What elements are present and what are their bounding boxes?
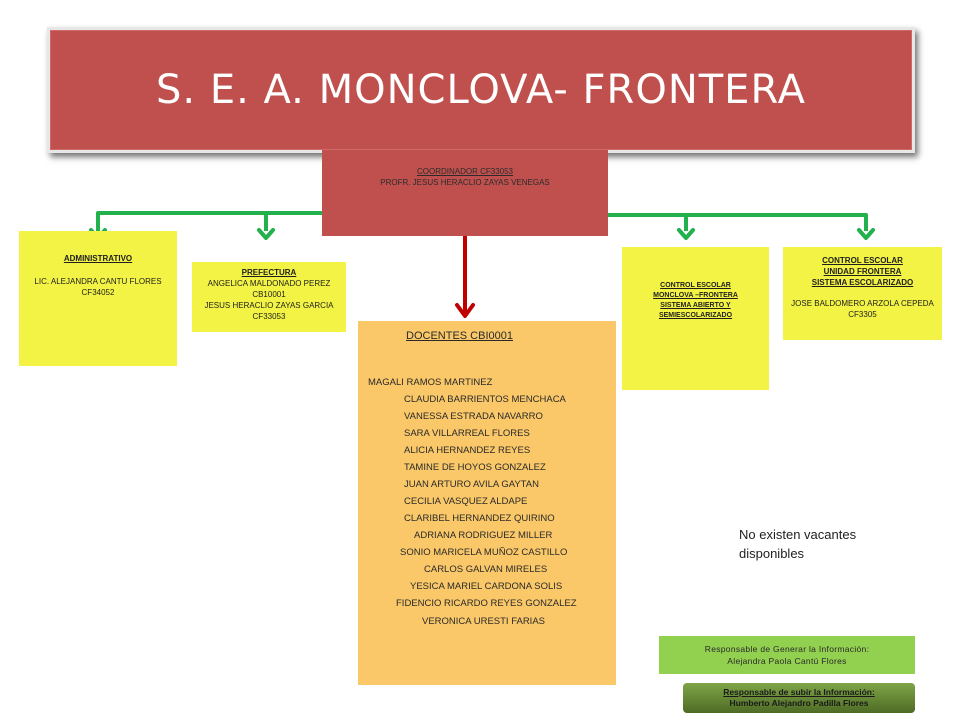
docente-item: CLARIBEL HERNANDEZ QUIRINO [404, 513, 555, 524]
right-branch-line [608, 213, 868, 231]
control-frontera-arrowhead [857, 228, 875, 240]
control-frontera-line-1: CONTROL ESCOLAR [822, 256, 903, 265]
responsable-subir-box: Responsable de subir la Información: Hum… [683, 683, 915, 713]
responsable-generar-label: Responsable de Generar la Información: [704, 644, 870, 654]
docente-item: CARLOS GALVAN MIRELES [424, 564, 548, 575]
control-monclova-line-2: MONCLOVA –FRONTERA [653, 292, 738, 299]
no-vacantes-line-2: disponibles [739, 546, 805, 561]
docente-item: VANESSA ESTRADA NAVARRO [404, 411, 543, 422]
left-branch-line [96, 211, 322, 232]
coordinator-box: COORDINADOR CF33053 PROFR. JESUS HERACLI… [322, 150, 608, 236]
red-arrowhead [455, 303, 475, 318]
prefectura-name-1: ANGELICA MALDONADO PEREZ [207, 279, 331, 288]
administrativo-heading: ADMINISTRATIVO [63, 254, 133, 263]
red-arrow [455, 234, 475, 318]
docente-item: YESICA MARIEL CARDONA SOLIS [410, 581, 563, 592]
docente-item: MAGALI RAMOS MARTINEZ [368, 377, 493, 388]
docentes-title: DOCENTES CBI0001 [406, 330, 513, 342]
control-frontera-line-3: SISTEMA ESCOLARIZADO [811, 278, 914, 287]
no-vacantes-note: No existen vacantes disponibles [739, 525, 899, 563]
docente-item: TAMINE DE HOYOS GONZALEZ [404, 462, 546, 473]
docente-item: ADRIANA RODRIGUEZ MILLER [414, 530, 553, 541]
control-escolar-frontera-box: CONTROL ESCOLAR UNIDAD FRONTERA SISTEMA … [783, 247, 942, 340]
prefectura-arrowhead [257, 228, 275, 240]
administrativo-name: LIC. ALEJANDRA CANTU FLORES [34, 277, 162, 286]
title-banner: S. E. A. MONCLOVA- FRONTERA [47, 27, 915, 153]
control-monclova-arrowhead [677, 228, 695, 240]
administrativo-code: CF34052 [81, 288, 115, 297]
responsable-subir-label: Responsable de subir la Información: [723, 687, 875, 697]
administrativo-box: ADMINISTRATIVO LIC. ALEJANDRA CANTU FLOR… [19, 231, 177, 366]
docente-item: VERONICA URESTI FARIAS [422, 616, 545, 627]
docentes-box: DOCENTES CBI0001 MAGALI RAMOS MARTINEZ C… [358, 321, 616, 685]
control-monclova-line-1: CONTROL ESCOLAR [660, 282, 731, 289]
control-frontera-code: CF3305 [848, 310, 877, 319]
responsable-subir-name: Humberto Alejandro Padilla Flores [729, 698, 869, 708]
control-monclova-line-3: SISTEMA ABIERTO Y [660, 302, 731, 309]
responsable-generar-name: Alejandra Paola Cantú Flores [727, 656, 847, 666]
responsable-generar-box: Responsable de Generar la Información: A… [659, 636, 915, 674]
prefectura-code-2: CF33053 [252, 312, 286, 321]
control-monclova-line-4: SEMIESCOLARIZADO [658, 312, 733, 319]
no-vacantes-line-1: No existen vacantes [739, 527, 857, 542]
page-title: S. E. A. MONCLOVA- FRONTERA [156, 67, 806, 113]
prefectura-box: PREFECTURA ANGELICA MALDONADO PEREZ CB10… [192, 262, 346, 332]
docente-item: CLAUDIA BARRIENTOS MENCHACA [404, 394, 566, 405]
control-frontera-name: JOSE BALDOMERO ARZOLA CEPEDA [791, 299, 934, 308]
docente-item: SONIO MARICELA MUÑOZ CASTILLO [400, 547, 568, 558]
prefectura-heading: PREFECTURA [241, 268, 297, 277]
prefectura-name-2: JESUS HERACLIO ZAYAS GARCIA [204, 301, 334, 310]
coordinator-heading: COORDINADOR CF33053 [416, 167, 514, 176]
docente-item: SARA VILLARREAL FLORES [404, 428, 530, 439]
control-escolar-monclova-box: CONTROL ESCOLAR MONCLOVA –FRONTERA SISTE… [622, 247, 769, 390]
coordinator-name: PROFR. JESUS HERACLIO ZAYAS VENEGAS [380, 178, 550, 187]
control-frontera-line-2: UNIDAD FRONTERA [823, 267, 902, 276]
docente-item: ALICIA HERNANDEZ REYES [404, 445, 531, 456]
docente-item: CECILIA VASQUEZ ALDAPE [404, 496, 528, 507]
docente-item: JUAN ARTURO AVILA GAYTAN [404, 479, 539, 490]
prefectura-code-1: CB10001 [252, 290, 286, 299]
docente-item: FIDENCIO RICARDO REYES GONZALEZ [396, 598, 577, 609]
